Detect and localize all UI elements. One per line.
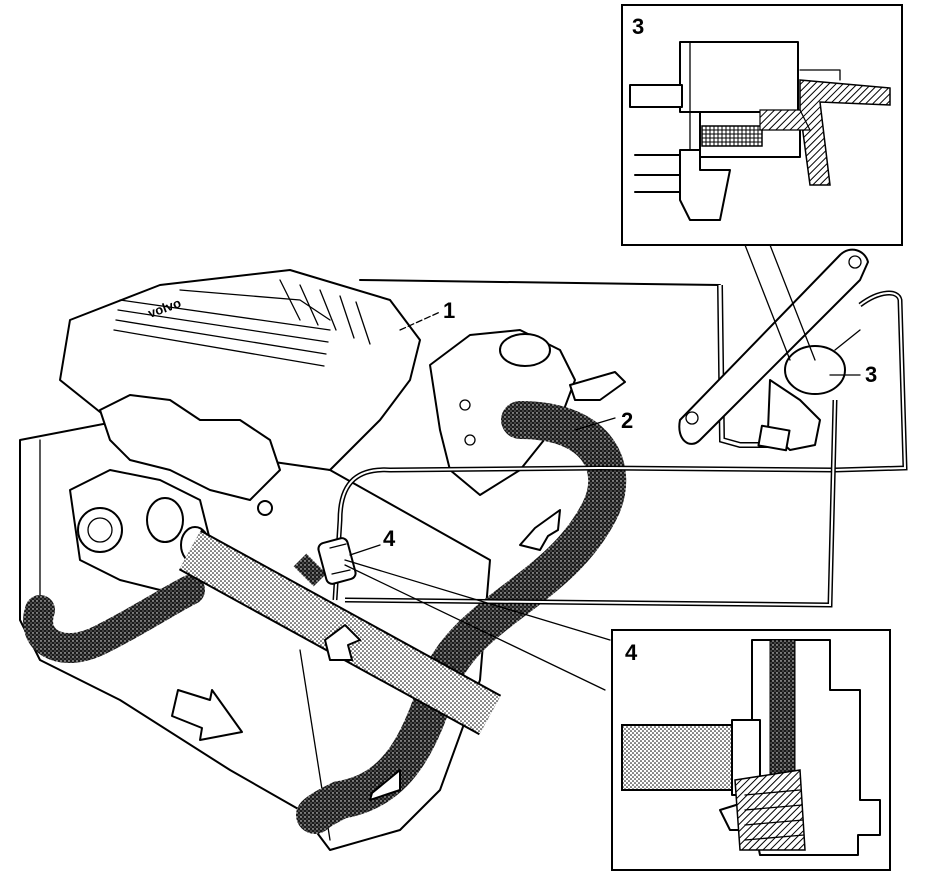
solenoid-valve-3 (678, 248, 869, 452)
inset-check-valve-detail: 4 (611, 629, 891, 871)
check-valve-4 (317, 537, 357, 585)
engine-block: volvo (19, 269, 491, 851)
turbo-outlet-hose (23, 575, 205, 664)
leader-lines (344, 244, 861, 691)
callout-3: 3 (865, 362, 877, 387)
flow-arrow-icon (171, 689, 243, 741)
inset-3-number: 3 (632, 14, 644, 39)
callout-2: 2 (621, 408, 633, 433)
inset-4-number: 4 (625, 640, 638, 665)
throttle-housing (429, 329, 626, 496)
flow-arrow-icon (369, 509, 561, 801)
callout-1: 1 (443, 298, 455, 323)
flow-arrow-icon (324, 624, 361, 661)
callout-4: 4 (383, 526, 396, 551)
vacuum-lines (293, 279, 908, 608)
inset-solenoid-detail: 3 (621, 4, 903, 246)
